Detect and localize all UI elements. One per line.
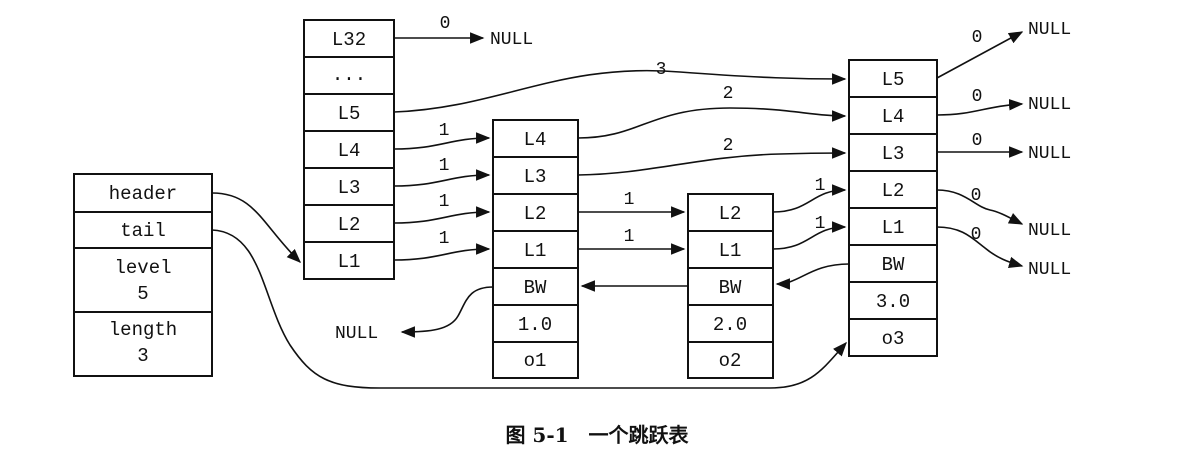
span-label: 1 — [624, 190, 635, 210]
length-field-cell — [73, 311, 213, 377]
span-label: 1 — [439, 192, 450, 212]
node-score-label: 2.0 — [713, 314, 747, 336]
null-label: NULL — [1028, 260, 1071, 280]
tail-pointer-arrow — [211, 229, 847, 389]
span-label: 1 — [439, 156, 450, 176]
span-label: 0 — [972, 131, 983, 151]
node-object-label: o2 — [719, 350, 742, 372]
forward-pointer-arrow — [936, 189, 1024, 225]
forward-pointer-arrow — [772, 184, 847, 213]
level-field-value: 5 — [137, 283, 148, 305]
header-field-cell — [73, 173, 213, 213]
backward-pointer-arrow — [775, 263, 850, 290]
span-label: 1 — [815, 214, 826, 234]
node-level-label: L2 — [524, 203, 547, 225]
node-level-label: L3 — [882, 143, 905, 165]
node-object-cell — [492, 341, 579, 379]
figure-caption: 图 5-1 一个跳跃表 — [505, 423, 689, 447]
node-object-cell — [687, 341, 774, 379]
node-level-label: L4 — [524, 129, 547, 151]
node-o2: L2 L1 BW 2.0 o2 — [687, 193, 774, 379]
span-label: 1 — [624, 227, 635, 247]
node-level-cell — [848, 59, 938, 98]
span-label: 0 — [972, 28, 983, 48]
level-field-label: level — [114, 257, 171, 279]
node-backward-label: BW — [882, 254, 905, 276]
node-object-label: o1 — [524, 350, 547, 372]
header-level-cell — [303, 130, 395, 169]
node-level-label: L1 — [719, 240, 742, 262]
null-label: NULL — [1028, 144, 1071, 164]
header-level-label: L3 — [338, 177, 361, 199]
forward-pointer-arrow — [577, 147, 847, 176]
span-label: 3 — [656, 60, 667, 80]
skiplist-header-node: header tail level 5 length 3 — [73, 173, 213, 377]
length-field-label: length — [109, 319, 177, 341]
forward-pointer-arrow — [393, 132, 491, 150]
node-backward-cell — [848, 244, 938, 283]
header-level-cell — [303, 204, 395, 243]
header-level-label: L4 — [338, 140, 361, 162]
node-score-cell — [687, 304, 774, 343]
header-level-label: L5 — [338, 103, 361, 125]
tail-field-label: tail — [120, 220, 166, 242]
null-label: NULL — [1028, 95, 1071, 115]
span-label: 0 — [972, 87, 983, 107]
node-level-label: L4 — [882, 106, 905, 128]
node-object-label: o3 — [882, 328, 905, 350]
node-level-label: L1 — [882, 217, 905, 239]
header-level-label: L1 — [338, 251, 361, 273]
forward-pointer-arrow — [393, 206, 491, 224]
node-level-cell — [687, 193, 774, 232]
forward-pointer-arrow — [577, 107, 847, 139]
forward-pointer-arrow — [936, 31, 1024, 79]
forward-pointer-arrow — [393, 169, 491, 187]
node-level-label: L1 — [524, 240, 547, 262]
node-level-cell — [687, 230, 774, 269]
forward-pointer-arrow — [393, 69, 847, 113]
header-level-label: L2 — [338, 214, 361, 236]
node-level-label: L3 — [524, 166, 547, 188]
span-label: 2 — [723, 84, 734, 104]
forward-pointer-arrow — [393, 243, 491, 261]
span-label: 1 — [439, 229, 450, 249]
node-object-cell — [848, 318, 938, 357]
null-label: NULL — [1028, 20, 1071, 40]
header-level-label: L32 — [332, 29, 366, 51]
node-level-label: L5 — [882, 69, 905, 91]
node-backward-label: BW — [719, 277, 742, 299]
span-label: 1 — [439, 121, 450, 141]
node-score-label: 3.0 — [876, 291, 910, 313]
backward-pointer-arrow — [400, 286, 494, 338]
node-o3: L5 L4 L3 L2 L1 BW 3.0 o3 — [848, 59, 938, 357]
span-label: 0 — [440, 14, 451, 34]
header-levels-node: L32 ... L5 L4 L3 L2 L1 — [303, 19, 395, 280]
node-level-label: L2 — [882, 180, 905, 202]
null-label: NULL — [490, 30, 533, 50]
span-label: 1 — [815, 176, 826, 196]
length-field-value: 3 — [137, 345, 148, 367]
node-level-cell — [492, 119, 579, 158]
node-level-cell — [848, 170, 938, 209]
span-label: 0 — [971, 186, 982, 206]
node-level-cell — [492, 193, 579, 232]
node-score-label: 1.0 — [518, 314, 552, 336]
span-label: 2 — [723, 136, 734, 156]
header-field-label: header — [109, 183, 177, 205]
header-pointer-arrow — [211, 192, 302, 264]
null-label: NULL — [335, 324, 378, 344]
forward-pointer-arrow — [936, 98, 1024, 116]
node-score-cell — [492, 304, 579, 343]
node-o1: L4 L3 L2 L1 BW 1.0 o1 — [492, 119, 579, 379]
forward-pointer-arrow — [936, 226, 1024, 268]
null-label: NULL — [1028, 221, 1071, 241]
forward-pointer-arrow — [772, 221, 847, 250]
span-label: 0 — [971, 225, 982, 245]
node-score-cell — [848, 281, 938, 320]
node-level-label: L2 — [719, 203, 742, 225]
header-level-cell — [303, 56, 395, 95]
header-level-label: ... — [332, 64, 366, 86]
node-backward-label: BW — [524, 277, 547, 299]
